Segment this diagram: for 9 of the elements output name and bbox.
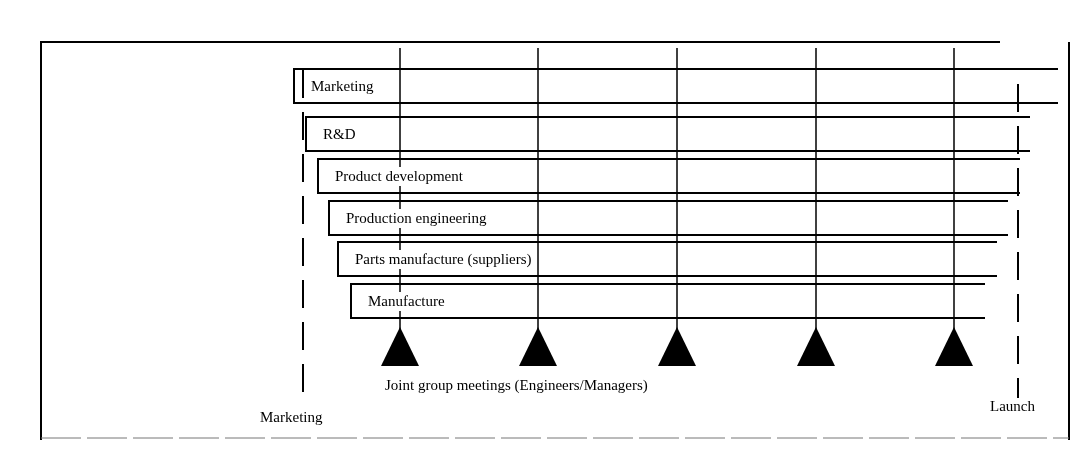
phase-bar bbox=[293, 68, 1058, 104]
phase-bar bbox=[305, 116, 1030, 152]
caption-text: Joint group meetings (Engineers/Managers) bbox=[385, 376, 648, 395]
caption-text: Marketing bbox=[260, 408, 323, 427]
phase-bar bbox=[350, 283, 985, 319]
phase-bar bbox=[317, 158, 1020, 194]
caption-text: Launch bbox=[990, 397, 1035, 416]
phase-bar bbox=[328, 200, 1008, 236]
phase-bar bbox=[337, 241, 997, 277]
